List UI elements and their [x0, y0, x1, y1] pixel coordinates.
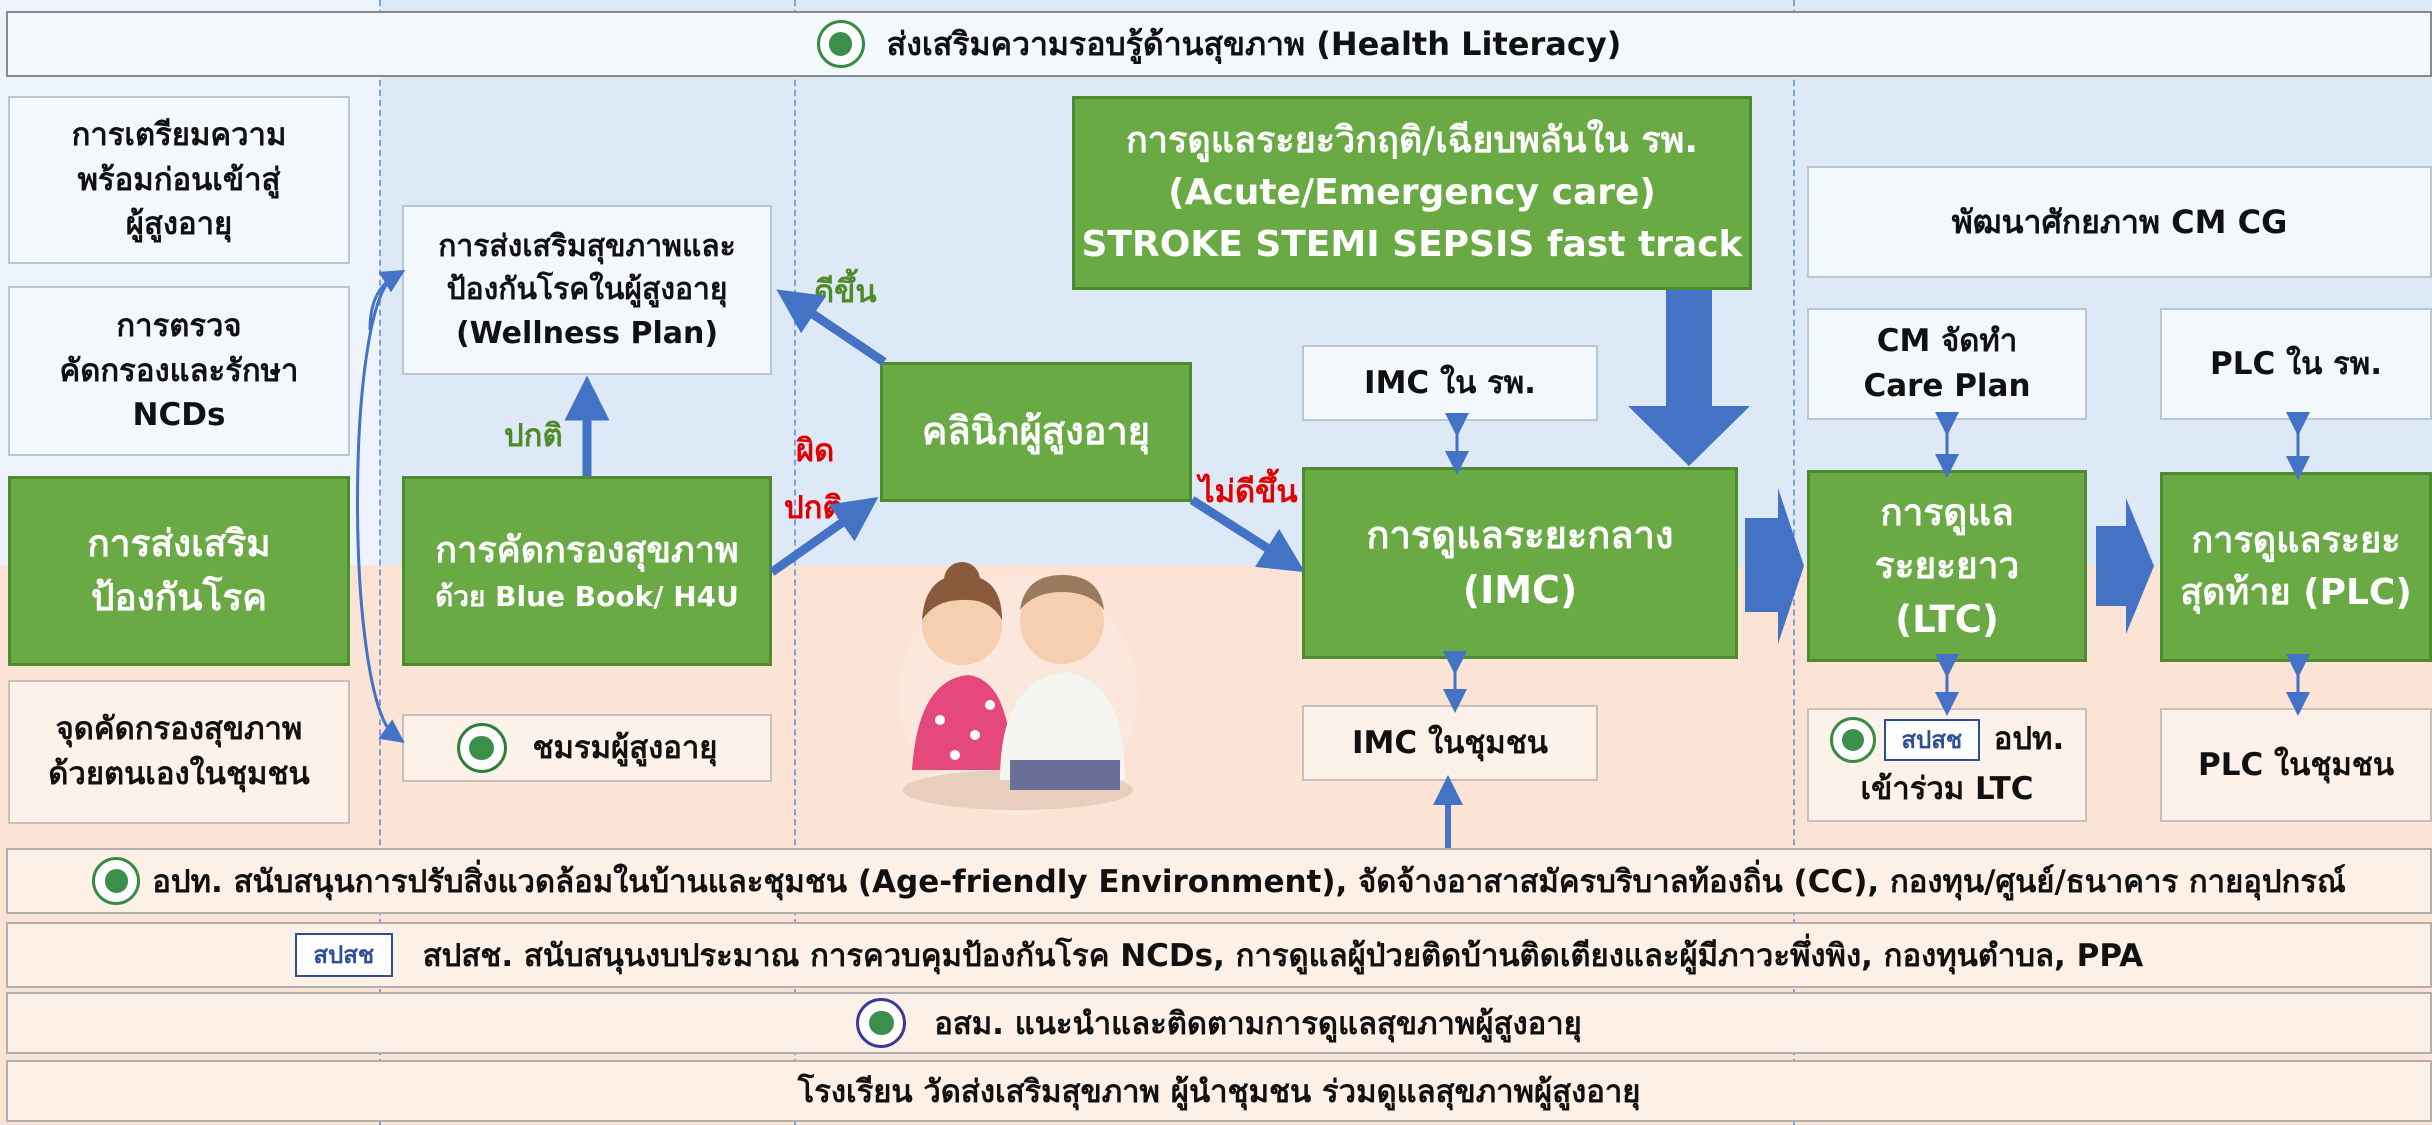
vhv-logo-icon — [856, 998, 907, 1048]
not-better-label: ไม่ดีขึ้น — [1199, 474, 1298, 510]
health-literacy-header: ส่งเสริมความรอบรู้ด้านสุขภาพ (Health Lit… — [6, 11, 2432, 77]
imc-line: (IMC) — [1462, 568, 1578, 612]
not-better-arrow — [1189, 496, 1305, 573]
plc-box: การดูแลระยะ สุดท้าย (PLC) — [2160, 472, 2432, 662]
selfscreen-line: ด้วยตนเองในชุมชน — [48, 756, 310, 792]
divider-line — [379, 0, 381, 1125]
ltc-to-plc-arrow — [2096, 498, 2154, 634]
promote-line: ป้องกันโรค — [91, 576, 267, 619]
elderly-couple-illustration — [898, 562, 1138, 815]
imc-line: การดูแลระยะกลาง — [1366, 512, 1674, 557]
community-support-bar: โรงเรียน วัดส่งเสริมสุขภาพ ผู้นำชุมชน ร่… — [6, 1060, 2432, 1122]
ltc-join-label: เข้าร่วม LTC — [1860, 771, 2034, 807]
local-gov-logo-icon — [456, 723, 507, 773]
ncd-line: NCDs — [132, 397, 226, 434]
cm-cg-box: พัฒนาศักยภาพ CM CG — [1807, 166, 2432, 278]
ltc-partner-org: อปท. — [1993, 721, 2065, 758]
wellness-plan-box: การส่งเสริมสุขภาพและ ป้องกันโรคในผู้สูงอ… — [402, 205, 772, 375]
plc-line: การดูแลระยะ — [2191, 519, 2401, 561]
wellness-line: การส่งเสริมสุขภาพและ — [438, 228, 736, 264]
local-gov-logo-icon — [1829, 717, 1876, 764]
nhso-logo-icon: สปสช — [1883, 719, 1980, 762]
elder-club-label: ชมรมผู้สูงอายุ — [532, 729, 718, 766]
screening-title: การคัดกรองสุขภาพ — [435, 529, 739, 571]
care-plan-line: Care Plan — [1863, 368, 2031, 404]
abnormal-label: ผิด — [796, 433, 835, 469]
promote-line: การส่งเสริม — [87, 522, 271, 566]
local-gov-support-bar: อปท. สนับสนุนการปรับสิ่งแวดล้อมในบ้านและ… — [6, 848, 2432, 914]
bracket-arrow — [356, 274, 405, 744]
plc-hospital-label: PLC ใน รพ. — [2210, 345, 2382, 382]
ltc-line: (LTC) — [1895, 597, 1999, 641]
imc-community-label: IMC ในชุมชน — [1352, 724, 1548, 761]
acute-line: STROKE STEMI SEPSIS fast track — [1081, 224, 1743, 266]
prep-line: พร้อมก่อนเข้าสู่ — [77, 161, 281, 198]
local-gov-support-text: อปท. สนับสนุนการปรับสิ่งแวดล้อมในบ้านและ… — [152, 864, 2346, 900]
plc-line: สุดท้าย (PLC) — [2180, 572, 2412, 613]
imc-to-ltc-arrow — [1745, 488, 1804, 644]
ltc-partners-box: สปสช อปท. เข้าร่วม LTC — [1807, 708, 2087, 822]
imc-community-box: IMC ในชุมชน — [1302, 705, 1598, 781]
moph-logo-icon — [816, 20, 865, 68]
upper-left-background — [0, 0, 380, 565]
normal-label: ปกติ — [504, 418, 563, 454]
nhso-support-bar: สปสช สปสช. สนับสนุนงบประมาณ การควบคุมป้อ… — [6, 922, 2432, 988]
ltc-line: การดูแล — [1880, 490, 2014, 534]
ltc-box: การดูแล ระยะยาว (LTC) — [1807, 470, 2087, 662]
elderly-clinic-box: คลินิกผู้สูงอายุ — [880, 362, 1192, 502]
nhso-logo-icon: สปสช — [294, 933, 393, 977]
prep-box: การเตรียมความ พร้อมก่อนเข้าสู่ ผู้สูงอาย… — [8, 96, 350, 264]
wellness-line: ป้องกันโรคในผู้สูงอายุ — [446, 272, 728, 308]
nhso-support-text: สปสช. สนับสนุนงบประมาณ การควบคุมป้องกันโ… — [422, 938, 2144, 974]
self-screening-box: จุดคัดกรองสุขภาพ ด้วยตนเองในชุมชน — [8, 680, 350, 824]
better-arrow — [776, 289, 887, 366]
prep-line: ผู้สูงอายุ — [125, 206, 233, 243]
acute-to-imc-arrow — [1628, 290, 1750, 466]
plc-community-box: PLC ในชุมชน — [2160, 708, 2432, 822]
imc-hospital-label: IMC ใน รพ. — [1364, 364, 1536, 401]
ltc-partners-row: สปสช อปท. — [1829, 715, 2065, 765]
village-volunteer-bar: อสม. แนะนำและติดตามการดูแลสุขภาพผู้สูงอา… — [6, 992, 2432, 1054]
elder-club-box: ชมรมผู้สูงอายุ — [402, 714, 772, 782]
bracket-arrow-top — [368, 269, 406, 331]
care-plan-box: CM จัดทำ Care Plan — [1807, 308, 2087, 420]
disease-prevention-box: การส่งเสริม ป้องกันโรค — [8, 476, 350, 666]
prep-line: การเตรียมความ — [71, 116, 287, 153]
acute-care-box: การดูแลระยะวิกฤติ/เฉียบพลันใน รพ. (Acute… — [1072, 96, 1752, 290]
screening-subtitle: ด้วย Blue Book/ H4U — [435, 579, 739, 613]
ncd-line: คัดกรองและรักษา — [59, 352, 299, 389]
cm-cg-label: พัฒนาศักยภาพ CM CG — [1951, 202, 2288, 241]
ltc-line: ระยะยาว — [1874, 544, 2020, 588]
header-text: ส่งเสริมความรอบรู้ด้านสุขภาพ (Health Lit… — [886, 24, 1622, 63]
local-gov-logo-icon — [92, 857, 141, 905]
wellness-line: (Wellness Plan) — [455, 315, 719, 351]
health-screening-box: การคัดกรองสุขภาพ ด้วย Blue Book/ H4U — [402, 476, 772, 666]
plc-community-label: PLC ในชุมชน — [2197, 746, 2395, 783]
village-volunteer-text: อสม. แนะนำและติดตามการดูแลสุขภาพผู้สูงอา… — [934, 1006, 1582, 1042]
ncd-line: การตรวจ — [116, 307, 242, 344]
community-support-text: โรงเรียน วัดส่งเสริมสุขภาพ ผู้นำชุมชน ร่… — [797, 1074, 1641, 1110]
acute-line: (Acute/Emergency care) — [1168, 171, 1656, 213]
ncd-screening-box: การตรวจ คัดกรองและรักษา NCDs — [8, 286, 350, 456]
acute-line: การดูแลระยะวิกฤติ/เฉียบพลันใน รพ. — [1125, 119, 1699, 161]
clinic-label: คลินิกผู้สูงอายุ — [921, 409, 1151, 454]
selfscreen-line: จุดคัดกรองสุขภาพ — [55, 711, 303, 748]
imc-box: การดูแลระยะกลาง (IMC) — [1302, 467, 1738, 659]
care-plan-line: CM จัดทำ — [1876, 323, 2018, 360]
abnormal-arrow — [769, 497, 879, 576]
divider-line — [794, 0, 796, 1125]
